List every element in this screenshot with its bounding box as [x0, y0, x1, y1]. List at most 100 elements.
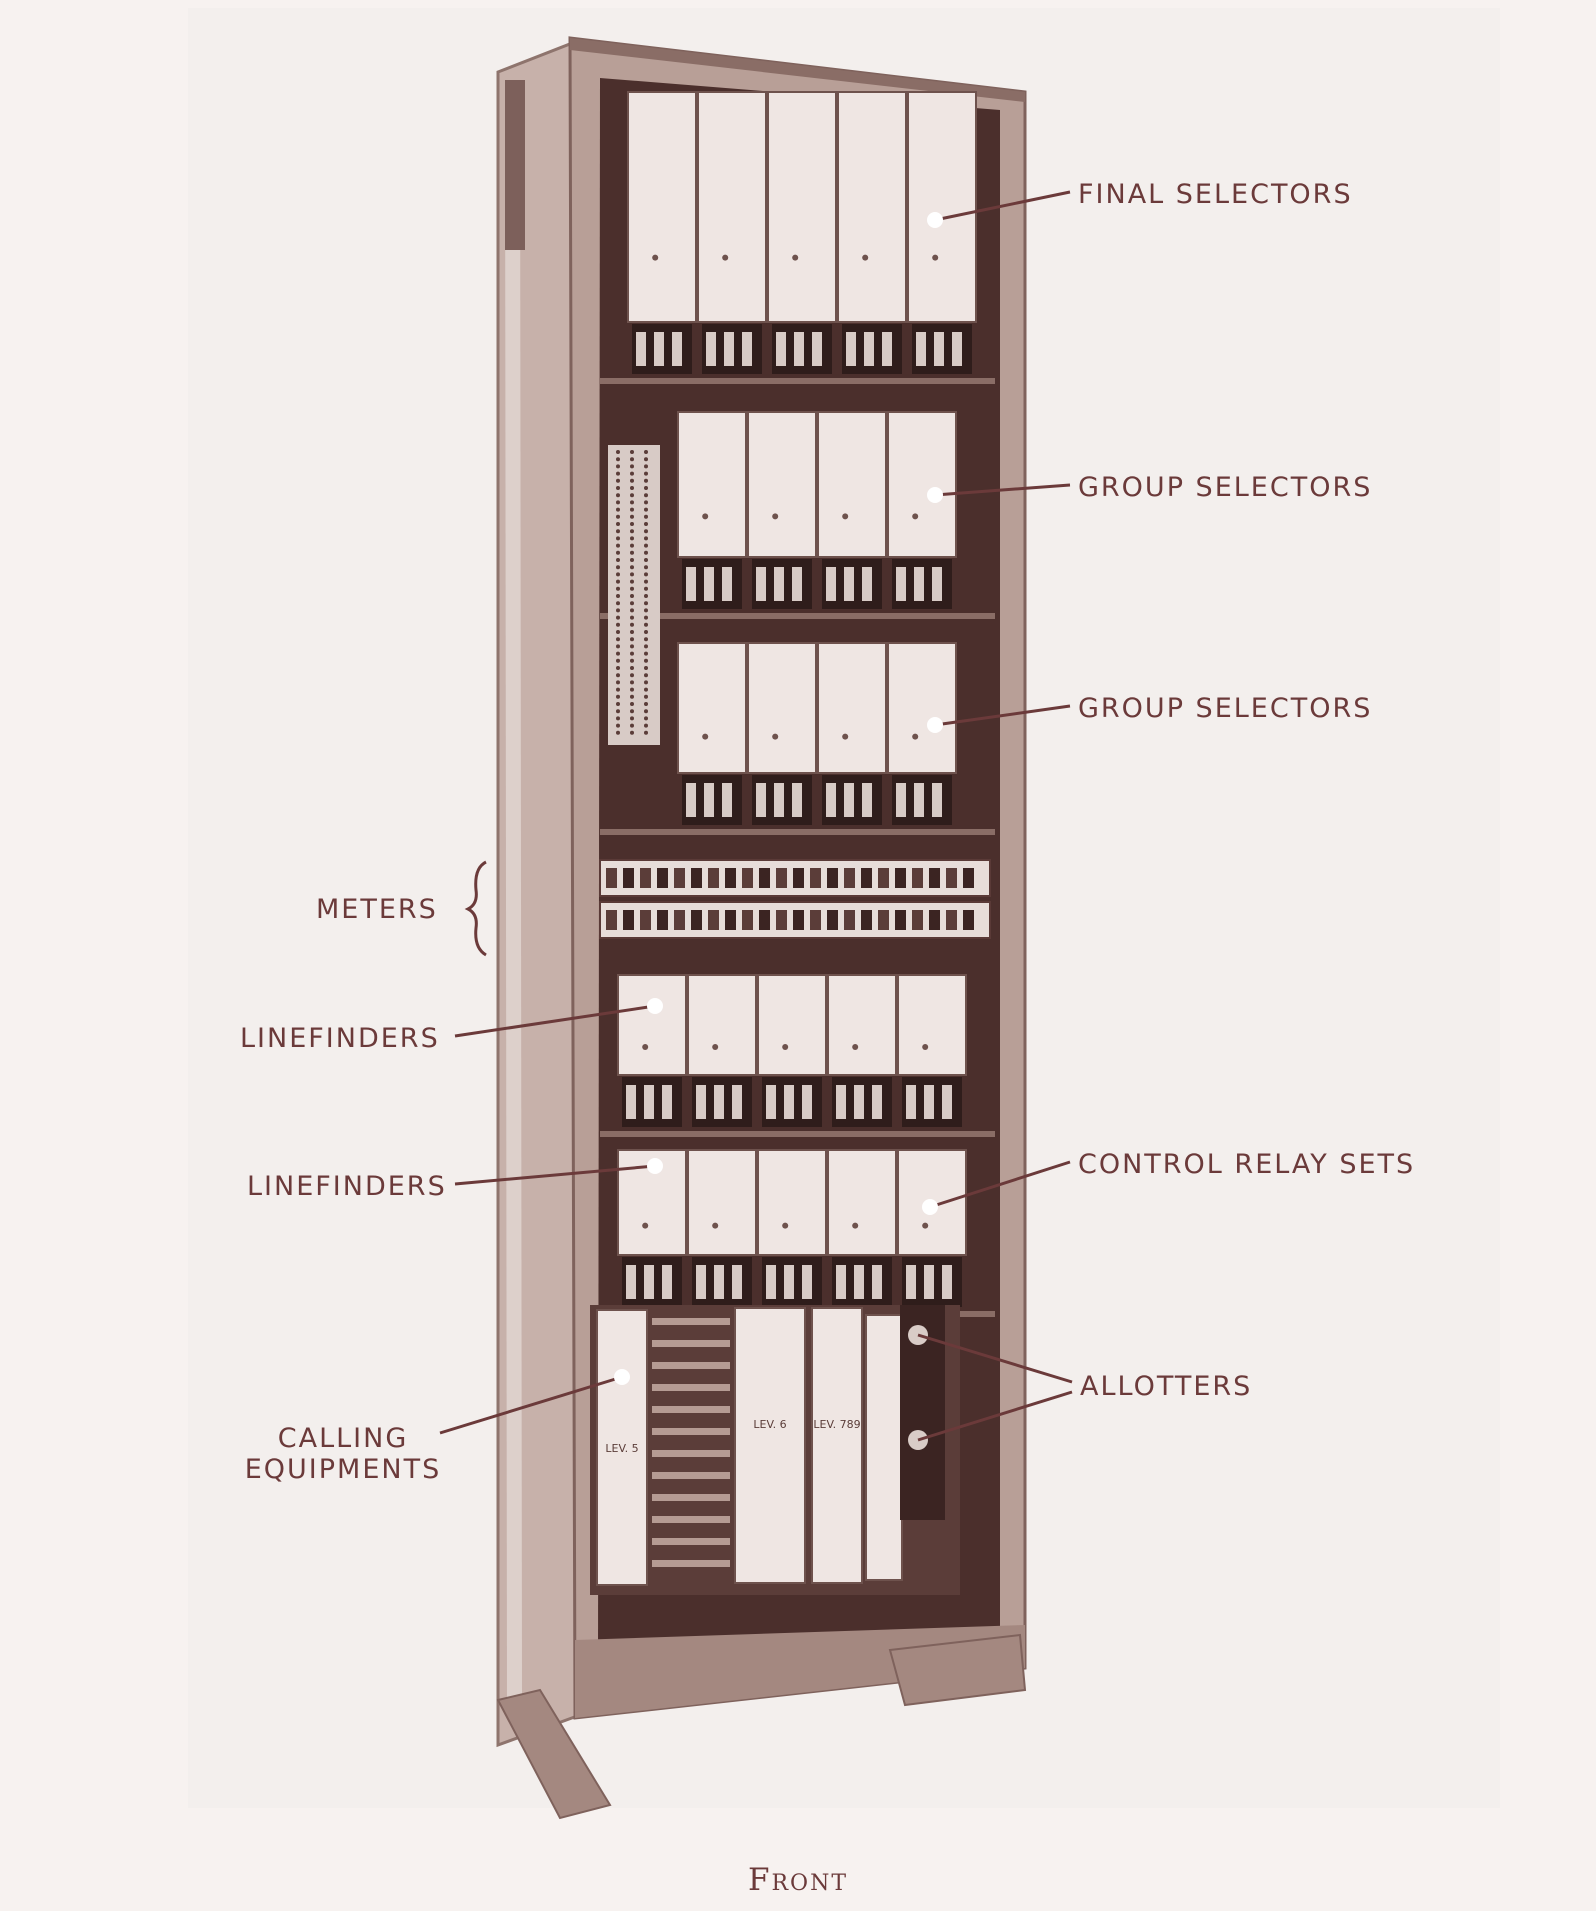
harness-terminal	[630, 478, 634, 483]
cabinet-side-highlight	[505, 84, 522, 1706]
harness-terminal	[644, 622, 648, 627]
linefinder-upper-unit	[897, 974, 967, 1076]
harness-terminal	[630, 558, 634, 562]
cabinet-foot-left	[496, 1688, 612, 1820]
linefinder-lower-relay-coil	[942, 1265, 952, 1299]
meter-counter	[776, 868, 787, 888]
group-selector-upper-relay-coil	[914, 567, 924, 601]
harness-terminal	[644, 673, 648, 678]
group-selector-lower-unit	[887, 642, 957, 774]
meter-counter	[810, 910, 821, 930]
harness-terminal	[616, 594, 620, 598]
meter-counter	[657, 868, 668, 888]
label-equipments: EQUIPMENTS	[245, 1454, 442, 1485]
meter-counter	[725, 868, 736, 888]
harness-terminal	[644, 586, 648, 591]
group-selector-lower-unit-dot	[772, 733, 779, 740]
harness-terminal	[644, 471, 648, 476]
harness-terminal	[616, 709, 620, 714]
calling-unit-lev5	[596, 1309, 648, 1586]
meter-counter	[895, 910, 906, 930]
harness-terminal	[630, 565, 634, 570]
rack-bar	[652, 1406, 730, 1413]
group-selector-lower-unit-dot	[842, 733, 849, 740]
harness-terminal	[630, 550, 634, 555]
final-selector-unit	[627, 91, 697, 323]
final-selector-relay-coil	[952, 332, 962, 366]
harness-terminal	[630, 702, 634, 706]
label-meters: METERS	[316, 894, 438, 925]
harness-terminal	[644, 680, 648, 685]
meter-counter	[946, 910, 957, 930]
harness-terminal	[616, 529, 620, 534]
meter-counter	[912, 910, 923, 930]
leader-group-selectors-2	[934, 704, 1071, 727]
meters-panel	[599, 859, 991, 939]
linefinder-upper-relay-coil	[854, 1085, 864, 1119]
harness-terminal	[616, 579, 620, 584]
harness-terminal	[644, 558, 648, 562]
meter-counter	[657, 910, 668, 930]
final-selector-unit-dot	[722, 254, 729, 261]
leader-control-relay-sets	[929, 1160, 1071, 1209]
meter-counter	[793, 868, 804, 888]
harness-terminal	[630, 514, 634, 519]
linefinder-upper-unit-dot	[852, 1044, 859, 1050]
leader-linefinders-2	[454, 1164, 656, 1186]
group-selector-lower-relay-coil	[722, 783, 732, 817]
linefinder-lower-unit-dot	[852, 1222, 859, 1229]
harness-terminal	[616, 601, 620, 606]
meter-counter	[912, 868, 923, 888]
harness-terminal	[644, 457, 648, 462]
harness-terminal	[616, 507, 620, 512]
group-selector-lower-relay-coil	[826, 783, 836, 817]
linefinder-lower-unit	[757, 1149, 827, 1256]
linefinder-lower-relay-coil	[784, 1265, 794, 1299]
harness-terminal	[644, 658, 648, 663]
final-selector-relay-coil	[672, 332, 682, 366]
figure-caption: Front	[747, 1862, 849, 1898]
harness-terminal	[644, 644, 648, 649]
harness-terminal	[644, 594, 648, 598]
meter-counter	[640, 910, 651, 930]
linefinder-lower-relay-coil	[924, 1265, 934, 1299]
harness-terminal	[616, 723, 620, 728]
harness-terminal	[644, 529, 648, 534]
meter-counter	[861, 868, 872, 888]
harness-terminal	[630, 486, 634, 490]
meter-counter	[929, 868, 940, 888]
group-selector-lower-relay-coil	[774, 783, 784, 817]
meter-counter	[708, 910, 719, 930]
label-allotters: ALLOTTERS	[1080, 1371, 1252, 1402]
harness-terminal	[644, 543, 648, 548]
harness-terminal	[644, 637, 648, 642]
final-selector-unit-dot	[932, 254, 939, 261]
harness-terminal	[630, 680, 634, 685]
harness-terminal	[616, 622, 620, 627]
group-selector-lower-relay-coil	[686, 783, 696, 817]
final-selector-relay-coil	[794, 332, 804, 366]
harness-terminal	[630, 464, 634, 469]
meters-brace	[464, 860, 487, 957]
group-selector-upper-relay-coil	[844, 567, 854, 601]
harness-terminal	[616, 608, 620, 613]
group-selector-upper-unit-dot	[842, 513, 849, 520]
harness-terminal	[630, 450, 634, 454]
linefinder-lower-relay-coil	[732, 1265, 742, 1299]
linefinder-upper-unit	[827, 974, 897, 1076]
group-selector-upper-relay-coil	[932, 567, 942, 601]
harness-terminal	[616, 536, 620, 541]
harness-terminal	[630, 615, 634, 620]
label-linefinders-2: LINEFINDERS	[247, 1171, 447, 1202]
meter-counter	[742, 910, 753, 930]
harness-terminal	[644, 450, 648, 454]
group-selector-lower-relay-coil	[704, 783, 714, 817]
final-selector-relay-coil	[654, 332, 664, 366]
group-selector-lower-shelf	[600, 829, 995, 835]
linefinder-lower-relay-coil	[644, 1265, 654, 1299]
harness-terminal	[616, 543, 620, 548]
rack-bar	[652, 1472, 730, 1479]
harness-terminal	[616, 450, 620, 454]
linefinder-upper-relay-coil	[942, 1085, 952, 1119]
